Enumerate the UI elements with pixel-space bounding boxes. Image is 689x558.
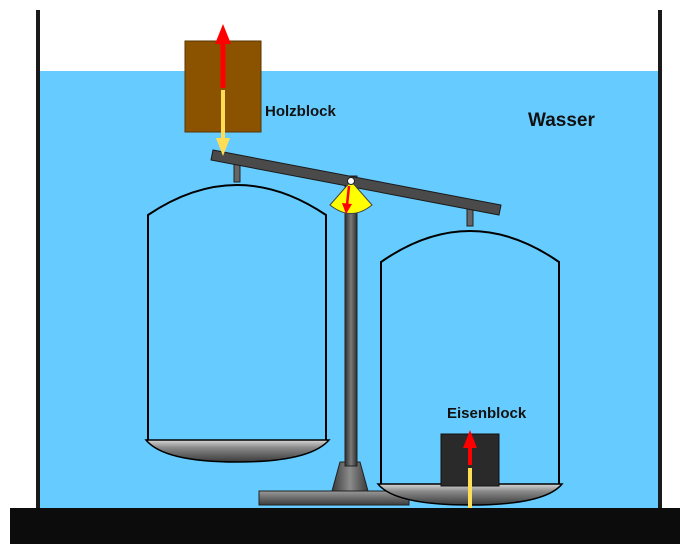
water-label: Wasser xyxy=(528,110,595,131)
yellow-arrow-down-icon xyxy=(216,90,230,156)
red-arrow-up-icon xyxy=(215,24,231,88)
wood-block-label: Holzblock xyxy=(265,103,336,120)
left-pan-cage xyxy=(147,184,327,440)
left-pan xyxy=(144,439,331,463)
scale-pole xyxy=(344,175,358,467)
scale-foot xyxy=(331,461,369,492)
pivot-sector xyxy=(329,180,373,214)
pivot-pin xyxy=(347,177,355,185)
ground-bar xyxy=(10,508,680,544)
pointer-arrow-head xyxy=(342,203,352,214)
right-pan-cage xyxy=(380,230,560,484)
red-arrow-up-icon xyxy=(463,430,477,465)
iron-block-label: Eisenblock xyxy=(447,405,527,422)
scale-base-plate xyxy=(258,490,410,506)
balance-beam xyxy=(210,149,502,216)
pointer-arrow-shaft xyxy=(345,185,351,206)
